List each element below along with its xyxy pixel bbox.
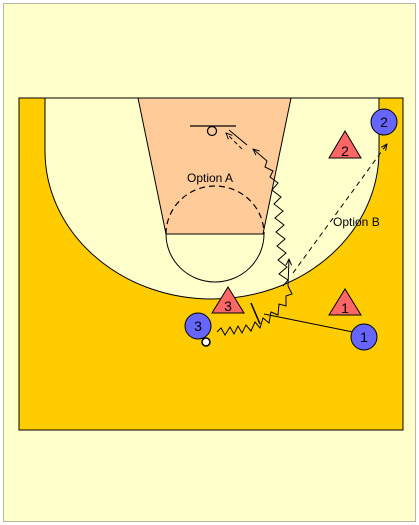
option-a-finish-line-2 [228,129,248,146]
offense-player-2: 2 [370,108,398,136]
basket-icon [190,125,236,137]
defender-3-label: 3 [224,298,232,314]
offense-player-3-label: 3 [194,318,202,334]
defender-3: 3 [211,286,245,314]
dribble-path [216,285,293,336]
offense-player-2-label: 2 [380,114,388,130]
defender-1-label: 1 [341,300,349,316]
screen-line [263,313,354,333]
free-throw-circle-top [165,185,265,235]
ball-icon [201,337,211,347]
defender-1: 1 [328,288,362,316]
offense-player-1-label: 1 [360,329,368,345]
option-b-label: Option B [333,215,380,229]
screen-bar [250,302,261,325]
defender-2: 2 [328,130,362,159]
option-a-label: Option A [187,171,233,185]
free-throw-circle-bottom [165,233,265,283]
half-court: 2 3 1 2 3 1 Option A Option B [18,97,404,431]
offense-player-3: 3 [184,312,212,340]
offense-player-1: 1 [350,323,378,351]
diagram-frame: 2 3 1 2 3 1 Option A Option B [3,3,416,522]
option-a-drive-line [253,149,268,162]
option-a-dribble-path [264,160,289,287]
defender-2-label: 2 [341,143,349,159]
dribble-arrow [288,259,289,287]
option-a-finish-line [226,133,243,150]
